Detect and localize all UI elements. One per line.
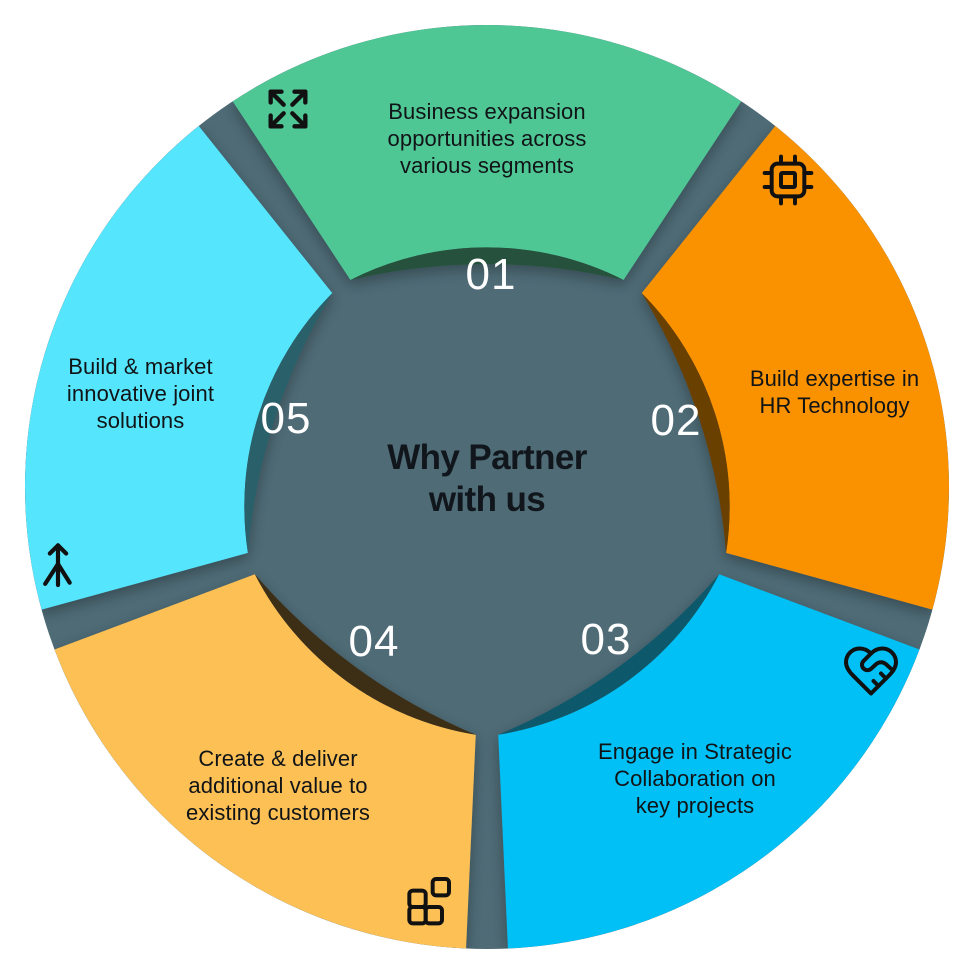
segment-05-inner-lobe bbox=[244, 293, 333, 553]
segment-01-body[interactable] bbox=[232, 25, 742, 280]
blocks-icon bbox=[400, 872, 456, 933]
segment-01[interactable] bbox=[232, 25, 742, 280]
segment-04[interactable] bbox=[54, 574, 476, 949]
segment-02-inner-lobe bbox=[641, 293, 730, 553]
segment-02-body[interactable] bbox=[641, 125, 949, 610]
segment-05[interactable] bbox=[25, 125, 333, 610]
heart-handshake-icon bbox=[841, 641, 901, 706]
segment-02[interactable] bbox=[641, 125, 949, 610]
segment-03-body[interactable] bbox=[498, 574, 920, 949]
segment-01-inner-lobe bbox=[350, 247, 624, 280]
cpu-chip-icon bbox=[760, 152, 816, 213]
merge-arrow-icon bbox=[30, 536, 86, 597]
segment-03[interactable] bbox=[498, 574, 920, 949]
expand-arrows-icon bbox=[262, 83, 314, 140]
segment-05-body[interactable] bbox=[25, 125, 333, 610]
segment-04-body[interactable] bbox=[54, 574, 476, 949]
